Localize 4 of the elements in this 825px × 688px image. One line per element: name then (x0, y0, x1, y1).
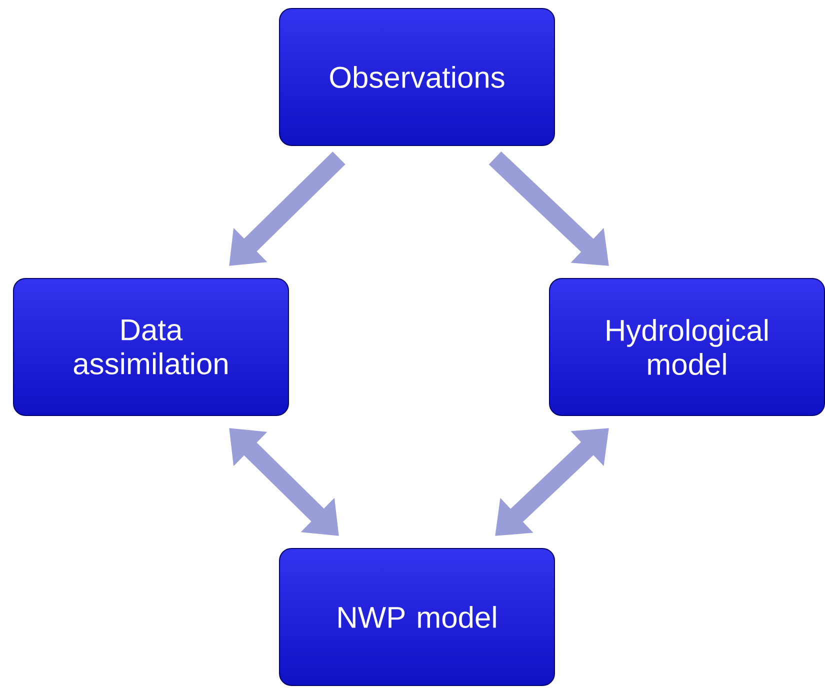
process-box: Observations (279, 8, 555, 146)
process-box: NWP model (279, 548, 555, 686)
process-box: Hydrological model (549, 278, 825, 416)
process-box: Data assimilation (13, 278, 289, 416)
